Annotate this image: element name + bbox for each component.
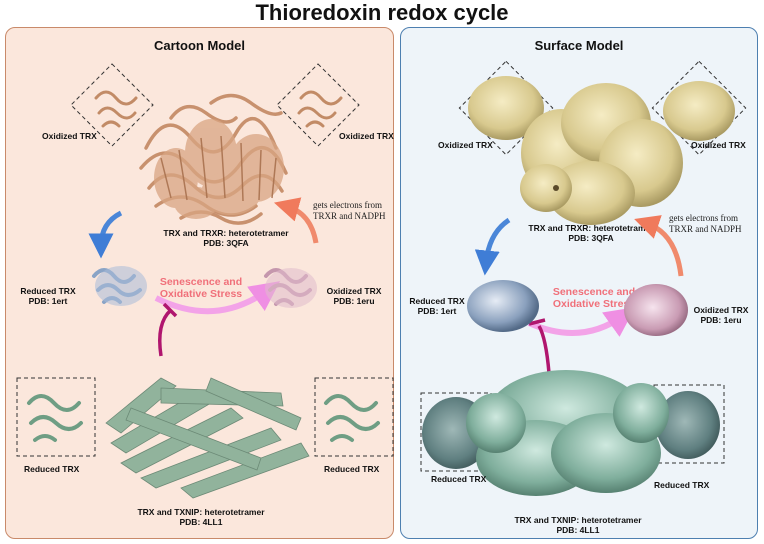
trx-trxr-surface-structure [458,60,747,225]
figure-title: Thioredoxin redox cycle [255,0,509,25]
cartoon-oxidized-trx-left-label: Oxidized TRX [42,131,97,141]
cartoon-reduced-trx-right-label: Reduced TRX [324,464,380,474]
surface-txnip-line2: PDB: 4LL1 [556,525,600,535]
surface-electrons-label: gets electrons from TRXR and NADPH [669,213,742,235]
surface-stress-line2: Oxidative Stress [552,298,636,310]
cartoon-trxr-complex-line1: TRX and TRXR: heterotetramer [163,228,289,238]
surface-reduced-trx-label: Reduced TRX PDB: 1ert [405,296,469,316]
surface-reduced-trx-left-label: Reduced TRX [431,474,487,484]
surface-model-panel: Surface Model Oxidized TRX Oxidized TRX … [400,27,758,539]
trx-txnip-surface-structure [420,370,725,496]
cartoon-txnip-line2: PDB: 4LL1 [179,517,223,527]
trx-txnip-cartoon-structure [16,377,394,499]
surface-trxr-complex-line1: TRX and TRXR: heterotetramer [528,223,654,233]
cartoon-oxidized-trx-1eru-label: Oxidized TRX PDB: 1eru [322,286,386,306]
cartoon-reduced-trx-line2: PDB: 1ert [28,296,68,306]
cartoon-oxidized-trx-right-label: Oxidized TRX [339,131,394,141]
cartoon-reduced-trx-left-label: Reduced TRX [24,464,80,474]
cartoon-panel-title: Cartoon Model [154,38,245,53]
cartoon-oxidized-trx-1eru-line2: PDB: 1eru [333,296,375,306]
surface-txnip-complex-label: TRX and TXNIP: heterotetramer PDB: 4LL1 [503,515,653,535]
surface-txnip-line1: TRX and TXNIP: heterotetramer [514,515,642,525]
cartoon-reduced-trx-structure [92,266,147,306]
cartoon-reduction-arrow [88,197,319,357]
surface-reduction-arrow [474,215,684,374]
surface-oxidized-trx-structure [624,284,688,336]
surface-panel-title: Surface Model [534,38,624,53]
cartoon-stress-line1: Senescence and [159,276,243,288]
surface-stress-label: Senescence and Oxidative Stress [534,286,654,310]
surface-oxidized-trx-1eru-line1: Oxidized TRX [693,305,749,315]
cartoon-electrons-line1: gets electrons from [313,200,382,210]
surface-reduced-trx-line2: PDB: 1ert [417,306,457,316]
cartoon-stress-line2: Oxidative Stress [159,288,243,300]
cartoon-model-panel: Cartoon Model Oxi [5,27,394,539]
surface-oxidized-trx-right-label: Oxidized TRX [691,140,746,150]
cartoon-stress-label: Senescence and Oxidative Stress [141,276,261,300]
surface-trxr-complex-label: TRX and TRXR: heterotetramer PDB: 3QFA [516,223,666,243]
cartoon-trxr-complex-label: TRX and TRXR: heterotetramer PDB: 3QFA [151,228,301,248]
cartoon-reduced-trx-line1: Reduced TRX [20,286,76,296]
cartoon-reduced-trx-label: Reduced TRX PDB: 1ert [16,286,80,306]
cartoon-electrons-label: gets electrons from TRXR and NADPH [313,200,386,222]
surface-oxidized-trx-left-label: Oxidized TRX [438,140,493,150]
surface-oxidized-trx-1eru-line2: PDB: 1eru [700,315,742,325]
surface-oxidized-trx-1eru-label: Oxidized TRX PDB: 1eru [689,305,753,325]
cartoon-oxidized-trx-structure [264,268,317,308]
surface-electrons-line2: TRXR and NADPH [669,224,742,234]
cartoon-oxidized-trx-1eru-line1: Oxidized TRX [326,286,382,296]
cartoon-trxr-complex-line2: PDB: 3QFA [203,238,249,248]
trx-trxr-cartoon-structure [70,63,360,225]
surface-trxr-complex-line2: PDB: 3QFA [568,233,614,243]
surface-electrons-line1: gets electrons from [669,213,738,223]
cartoon-electrons-line2: TRXR and NADPH [313,211,386,221]
cartoon-txnip-line1: TRX and TXNIP: heterotetramer [137,507,265,517]
surface-stress-line1: Senescence and [552,286,636,298]
surface-reduced-trx-line1: Reduced TRX [409,296,465,306]
surface-reduced-trx-structure [467,280,539,332]
surface-reduced-trx-right-label: Reduced TRX [654,480,710,490]
cartoon-txnip-complex-label: TRX and TXNIP: heterotetramer PDB: 4LL1 [126,507,276,527]
